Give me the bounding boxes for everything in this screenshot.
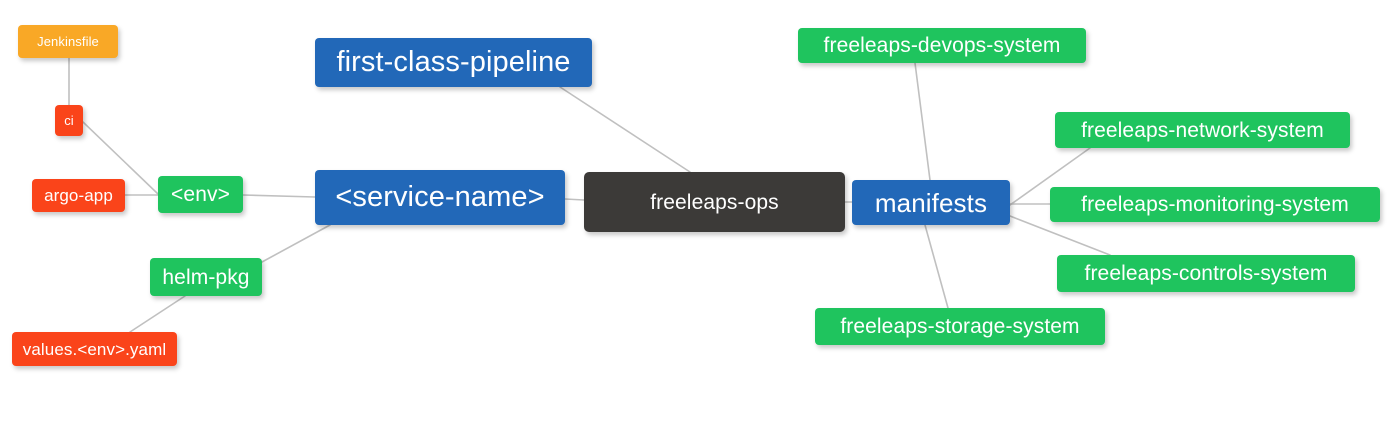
mindmap-node-devops-system[interactable]: freeleaps-devops-system bbox=[798, 28, 1086, 63]
mindmap-node-manifests[interactable]: manifests bbox=[852, 180, 1010, 225]
mindmap-node-values-env-yaml[interactable]: values.<env>.yaml bbox=[12, 332, 177, 366]
mindmap-node-freeleaps-ops[interactable]: freeleaps-ops bbox=[584, 172, 845, 232]
mindmap-edge bbox=[914, 62, 931, 181]
mindmap-node-first-class-pipeline[interactable]: first-class-pipeline bbox=[315, 38, 592, 87]
mindmap-edge bbox=[261, 224, 331, 263]
mindmap-edge bbox=[559, 86, 691, 173]
mindmap-node-storage-system[interactable]: freeleaps-storage-system bbox=[815, 308, 1105, 345]
mindmap-node-network-system[interactable]: freeleaps-network-system bbox=[1055, 112, 1350, 148]
mindmap-node-service-name[interactable]: <service-name> bbox=[315, 170, 565, 225]
mindmap-node-jenkinsfile[interactable]: Jenkinsfile bbox=[18, 25, 118, 58]
mindmap-node-monitoring-system[interactable]: freeleaps-monitoring-system bbox=[1050, 187, 1380, 222]
mindmap-node-ci[interactable]: ci bbox=[55, 105, 83, 136]
mindmap-node-env[interactable]: <env> bbox=[158, 176, 243, 213]
mindmap-node-helm-pkg[interactable]: helm-pkg bbox=[150, 258, 262, 296]
mindmap-node-argo-app[interactable]: argo-app bbox=[32, 179, 125, 212]
mindmap-edge bbox=[564, 198, 585, 201]
mindmap-edge bbox=[242, 194, 316, 198]
mindmap-edge bbox=[924, 224, 949, 309]
mindmap-node-controls-system[interactable]: freeleaps-controls-system bbox=[1057, 255, 1355, 292]
mindmap-edge bbox=[129, 295, 186, 333]
